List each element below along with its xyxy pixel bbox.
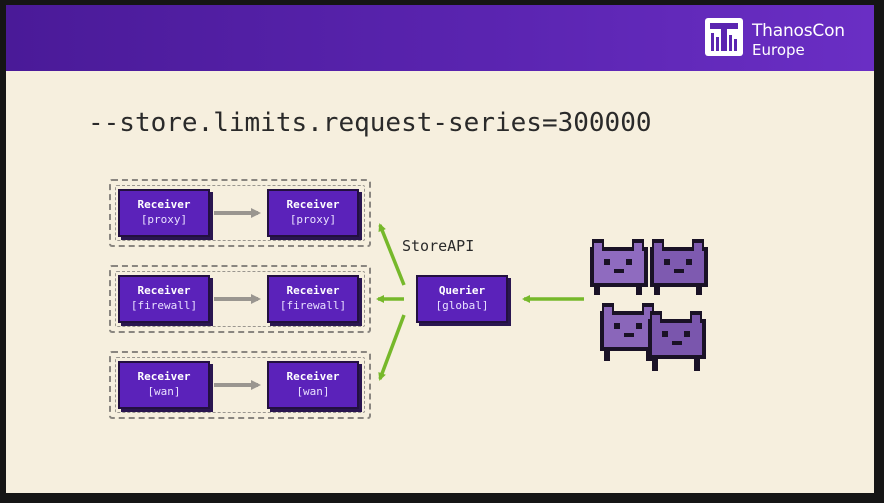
- node-subtitle: [firewall]: [279, 299, 347, 312]
- diagram-arrows: [214, 208, 708, 390]
- node-title: Receiver: [137, 284, 191, 297]
- brand-region: Europe: [752, 41, 805, 59]
- receiver-node: Receiver [firewall]: [267, 275, 359, 323]
- node-subtitle: [global]: [435, 299, 489, 312]
- brand: ThanosCon Europe: [704, 17, 874, 61]
- receiver-node: Receiver [wan]: [267, 361, 359, 409]
- pixel-monster-crowd-icon: [590, 239, 708, 371]
- arrow-querier-to-wan: [378, 314, 406, 381]
- slide-header: ThanosCon Europe: [6, 5, 874, 71]
- arrow-querier-to-proxy: [378, 223, 406, 286]
- node-subtitle: [wan]: [296, 385, 330, 398]
- receiver-group-firewall: [109, 265, 371, 333]
- receiver-node: Receiver [firewall]: [118, 275, 210, 323]
- node-title: Receiver: [286, 198, 340, 211]
- edge-label-storeapi: StoreAPI: [402, 237, 475, 255]
- querier-node: Querier [global]: [416, 275, 508, 323]
- node-title: Receiver: [137, 370, 191, 383]
- receiver-group-proxy: [109, 179, 371, 247]
- receiver-node: Receiver [wan]: [118, 361, 210, 409]
- node-title: Receiver: [286, 284, 340, 297]
- node-subtitle: [wan]: [147, 385, 181, 398]
- node-title: Receiver: [286, 370, 340, 383]
- receiver-node: Receiver [proxy]: [267, 189, 359, 237]
- receiver-node: Receiver [proxy]: [118, 189, 210, 237]
- command-flag: --store.limits.request-series=300000: [88, 108, 652, 138]
- node-subtitle: [proxy]: [140, 213, 188, 226]
- node-subtitle: [firewall]: [130, 299, 198, 312]
- node-title: Querier: [438, 284, 486, 297]
- receiver-group-wan: [109, 351, 371, 419]
- node-title: Receiver: [137, 198, 191, 211]
- brand-name: ThanosCon: [752, 21, 845, 41]
- slide: ThanosCon Europe --store.limits.request-…: [6, 5, 874, 493]
- thanoscon-logo-icon: [705, 18, 743, 56]
- node-subtitle: [proxy]: [289, 213, 337, 226]
